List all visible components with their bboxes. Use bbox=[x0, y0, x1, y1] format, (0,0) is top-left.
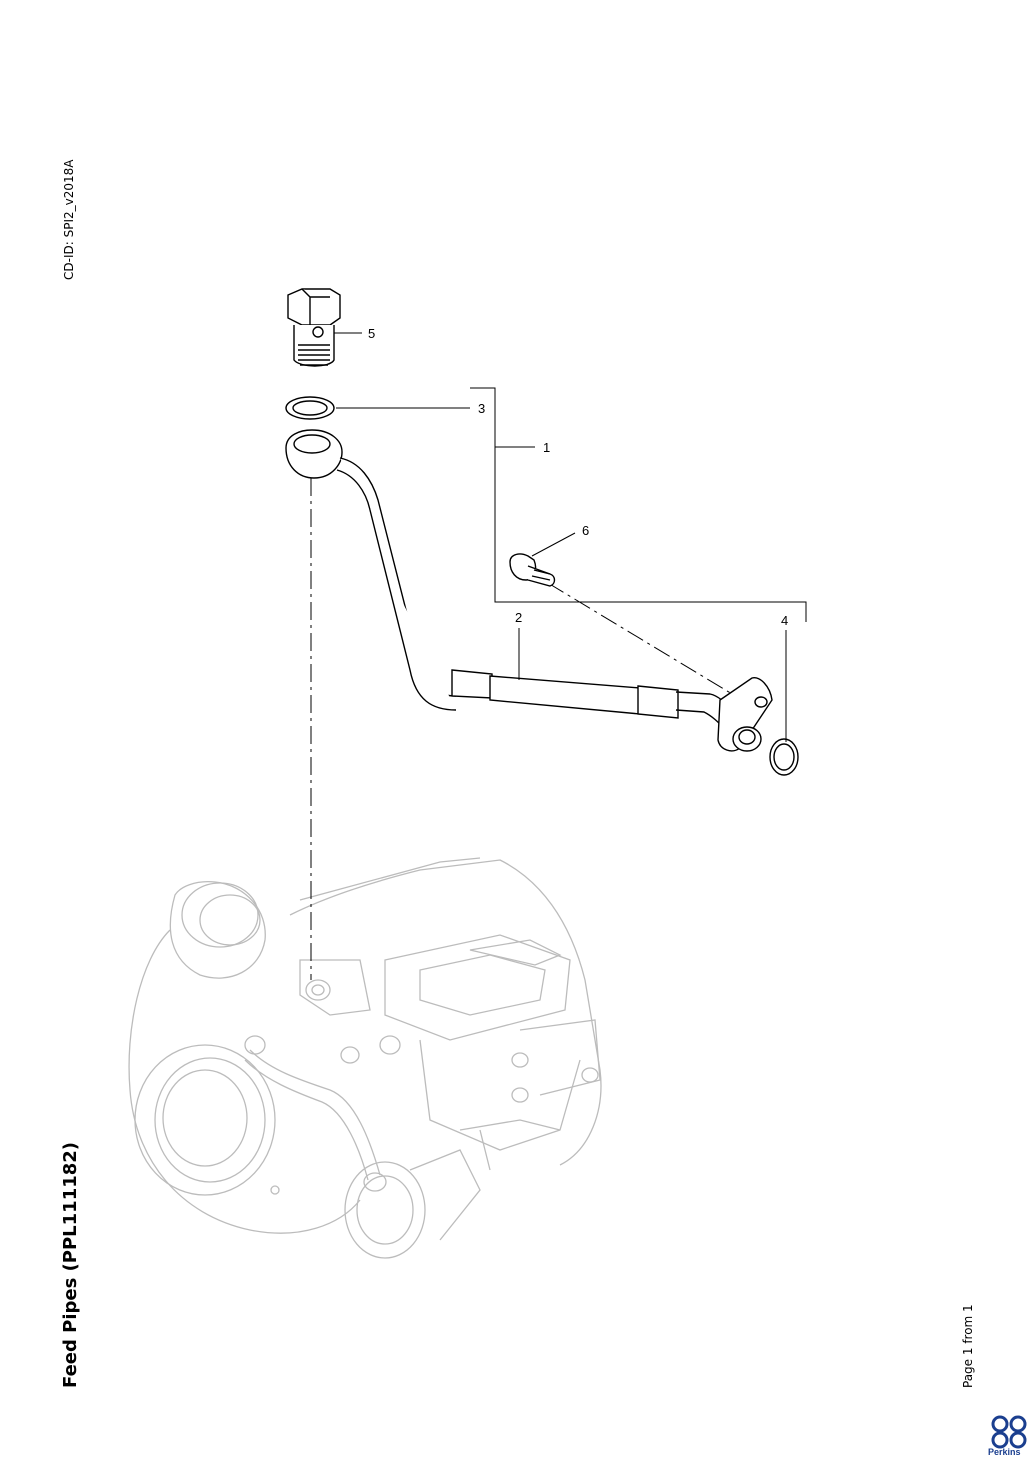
feed-pipe bbox=[285, 429, 773, 752]
turbocharger-ghost bbox=[128, 857, 602, 1259]
leader-lines bbox=[334, 332, 807, 742]
callout-6: 6 bbox=[582, 523, 589, 538]
callout-5: 5 bbox=[368, 326, 375, 341]
perkins-logo-text: Perkins bbox=[988, 1447, 1021, 1457]
callout-3: 3 bbox=[478, 401, 485, 416]
o-ring-4 bbox=[769, 738, 799, 776]
callout-1: 1 bbox=[543, 440, 550, 455]
perkins-logo-icon bbox=[991, 1415, 1027, 1449]
callout-4: 4 bbox=[781, 613, 788, 628]
sealing-washer-3 bbox=[285, 396, 335, 420]
flange-bolt bbox=[509, 553, 556, 587]
alignment-lines bbox=[310, 478, 753, 980]
callout-2: 2 bbox=[515, 610, 522, 625]
banjo-bolt bbox=[287, 288, 341, 367]
